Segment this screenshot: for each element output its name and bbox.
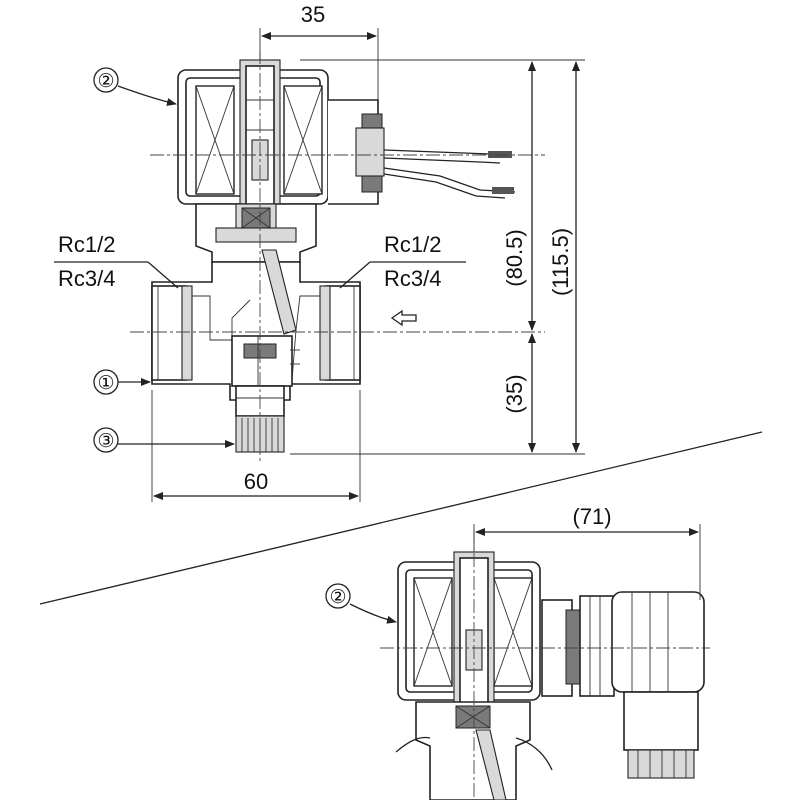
port-label-left: Rc1/2 Rc3/4 xyxy=(54,232,179,291)
port-label-right: Rc1/2 Rc3/4 xyxy=(339,232,466,291)
dimension-lower-height-label: (35) xyxy=(502,374,527,413)
dimension-connector-width: (71) xyxy=(473,504,701,600)
dimension-top-width: 35 xyxy=(259,2,379,100)
port-right-top: Rc1/2 xyxy=(384,232,441,257)
callout-knob-label: ③ xyxy=(97,431,114,452)
valve-body xyxy=(151,249,361,401)
connector-view: (71) ② xyxy=(325,504,710,800)
view-divider xyxy=(39,431,763,605)
callout-body: ① xyxy=(93,369,151,395)
callout-coil-label: ② xyxy=(97,71,114,92)
hollow-left-arrow-icon xyxy=(390,309,417,327)
port-left-top: Rc1/2 xyxy=(58,232,115,257)
dimension-vertical: (80.5) (35) (115.5) xyxy=(290,59,585,455)
dimension-connector-width-label: (71) xyxy=(572,504,611,529)
dimension-top-width-label: 35 xyxy=(301,2,325,27)
callout-coil: ② xyxy=(93,67,177,106)
port-left-bottom: Rc3/4 xyxy=(58,266,115,291)
callout-knob: ③ xyxy=(93,427,235,453)
dimension-upper-height-label: (80.5) xyxy=(502,229,527,286)
dimension-total-height-label: (115.5) xyxy=(548,228,573,296)
callout-body-label: ① xyxy=(97,373,114,394)
solenoid-coil xyxy=(177,59,516,221)
port-right-bottom: Rc3/4 xyxy=(384,266,441,291)
dimension-bottom-width-label: 60 xyxy=(244,469,268,494)
dimension-bottom-width: 60 xyxy=(151,390,361,502)
callout-coil-alt: ② xyxy=(325,583,397,624)
main-view: 35 60 (80.5) (35) (115.5) Rc1/2 xyxy=(54,2,585,502)
callout-coil-alt-label: ② xyxy=(329,587,346,608)
bonnet xyxy=(195,203,317,263)
